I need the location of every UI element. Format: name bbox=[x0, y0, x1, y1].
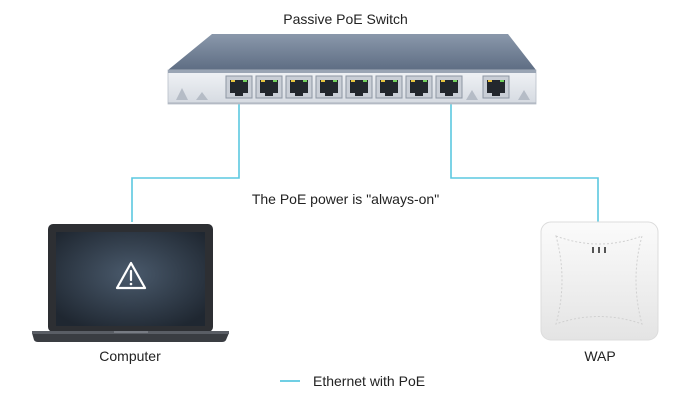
ethernet-port-icon bbox=[375, 75, 403, 99]
ethernet-port-icon bbox=[482, 75, 510, 99]
ethernet-port-icon bbox=[225, 75, 253, 99]
vent-left-icon bbox=[176, 88, 208, 100]
warning-icon bbox=[115, 261, 147, 290]
ethernet-port-icon bbox=[285, 75, 313, 99]
poe-note: The PoE power is "always-on" bbox=[251, 191, 440, 207]
poe-cable-computer bbox=[131, 96, 240, 222]
switch-top-panel bbox=[168, 34, 536, 70]
switch-ports bbox=[225, 75, 510, 99]
legend-label: Ethernet with PoE bbox=[313, 373, 426, 389]
laptop bbox=[32, 224, 229, 342]
wap-label: WAP bbox=[584, 348, 616, 364]
ethernet-port-icon bbox=[435, 75, 463, 99]
wap-cover-outline bbox=[555, 235, 643, 325]
ethernet-port-icon bbox=[405, 75, 433, 99]
vent-right-icon bbox=[466, 90, 530, 100]
wap-device bbox=[540, 221, 659, 341]
ethernet-port-icon bbox=[255, 75, 283, 99]
poe-cable-wap bbox=[450, 96, 599, 222]
diagram-title: Passive PoE Switch bbox=[283, 11, 408, 27]
wap-status-lights-icon bbox=[592, 247, 606, 253]
poe-switch bbox=[167, 34, 537, 105]
computer-label: Computer bbox=[99, 348, 161, 364]
ethernet-port-icon bbox=[315, 75, 343, 99]
ethernet-port-icon bbox=[345, 75, 373, 99]
